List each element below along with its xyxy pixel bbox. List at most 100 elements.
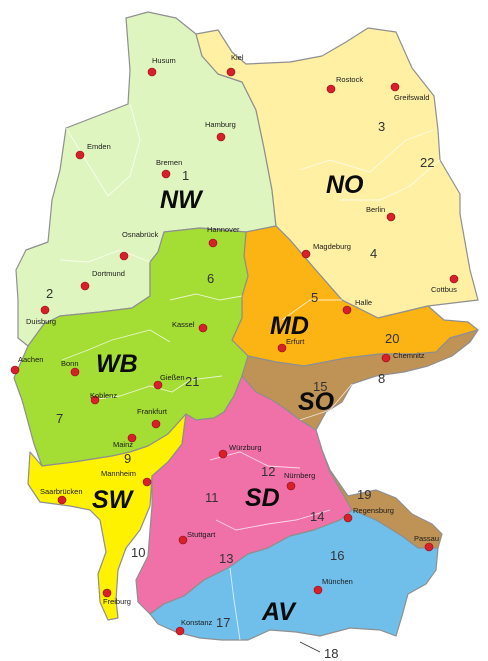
region-label-sd: SD xyxy=(245,484,280,512)
area-number: 19 xyxy=(357,487,371,502)
city-label: Frankfurt xyxy=(137,407,168,416)
city-label: Kiel xyxy=(231,53,244,62)
city-label: Gießen xyxy=(160,373,185,382)
city-marker xyxy=(75,150,85,160)
city-label: Koblenz xyxy=(90,391,117,400)
area-number: 15 xyxy=(313,379,327,394)
city-marker xyxy=(80,281,90,291)
area-number: 22 xyxy=(420,155,434,170)
city-marker xyxy=(153,380,163,390)
city-marker xyxy=(390,82,400,92)
area-number: 11 xyxy=(205,490,219,505)
region-av xyxy=(149,509,439,641)
city-marker xyxy=(10,365,20,375)
area-number: 17 xyxy=(216,615,230,630)
area-number: 5 xyxy=(311,290,318,305)
area-number: 13 xyxy=(219,551,233,566)
city-marker xyxy=(57,495,67,505)
area-number: 21 xyxy=(185,374,199,389)
city-label: Dortmund xyxy=(92,269,125,278)
city-marker xyxy=(178,535,188,545)
city-marker xyxy=(313,585,323,595)
city-label: Regensburg xyxy=(353,506,394,515)
city-label: Saarbrücken xyxy=(40,487,83,496)
city-label: Kassel xyxy=(172,320,195,329)
city-marker xyxy=(127,433,137,443)
region-label-av: AV xyxy=(261,598,297,626)
area-number: 3 xyxy=(378,119,385,134)
area-18-pointer xyxy=(299,641,321,653)
area-number: 18 xyxy=(324,646,338,661)
area-number: 1 xyxy=(182,168,189,183)
city-label: Bonn xyxy=(61,359,79,368)
city-label: Cottbus xyxy=(431,285,457,294)
city-marker xyxy=(161,169,171,179)
city-marker xyxy=(40,305,50,315)
city-label: Konstanz xyxy=(181,618,213,627)
city-label: München xyxy=(322,577,353,586)
city-label: Hamburg xyxy=(205,120,236,129)
city-markers: Husum Kiel Rostock Greifswald Hamburg Em… xyxy=(10,53,459,636)
city-marker xyxy=(151,419,161,429)
region-label-no: NO xyxy=(326,171,364,199)
city-marker xyxy=(90,395,100,405)
city-label: Freiburg xyxy=(103,597,131,606)
city-marker xyxy=(175,626,185,636)
area-number: 8 xyxy=(378,371,385,386)
city-label: Bremen xyxy=(156,158,182,167)
city-label: Stuttgart xyxy=(187,530,216,539)
area-number: 12 xyxy=(261,464,275,479)
city-marker xyxy=(381,353,391,363)
city-label: Osnabrück xyxy=(122,230,159,239)
city-marker xyxy=(147,67,157,77)
area-number: 4 xyxy=(370,246,377,261)
region-label-so: SO xyxy=(298,388,335,416)
city-marker xyxy=(386,212,396,222)
area-number: 7 xyxy=(56,411,63,426)
region-label-nw: NW xyxy=(160,186,204,214)
city-label: Würzburg xyxy=(229,443,262,452)
region-label-sw: SW xyxy=(92,486,135,514)
city-label: Hannover xyxy=(207,225,240,234)
city-marker xyxy=(70,367,80,377)
city-marker xyxy=(326,84,336,94)
city-label: Mainz xyxy=(113,440,133,449)
city-marker xyxy=(449,274,459,284)
city-marker xyxy=(226,67,236,77)
city-label: Duisburg xyxy=(26,317,56,326)
city-marker xyxy=(277,343,287,353)
city-label: Greifswald xyxy=(394,93,429,102)
area-number: 14 xyxy=(310,509,324,524)
area-number: 2 xyxy=(46,286,53,301)
area-number: 16 xyxy=(330,548,344,563)
region-no xyxy=(195,27,479,319)
city-marker xyxy=(342,305,352,315)
area-number: 10 xyxy=(131,545,145,560)
city-marker xyxy=(286,481,296,491)
city-label: Magdeburg xyxy=(313,242,351,251)
city-marker xyxy=(216,132,226,142)
city-label: Berlin xyxy=(366,205,385,214)
area-number: 9 xyxy=(124,451,131,466)
region-label-md: MD xyxy=(270,312,309,340)
city-marker xyxy=(208,238,218,248)
city-label: Rostock xyxy=(336,75,363,84)
city-label: Erfurt xyxy=(286,337,305,346)
city-marker xyxy=(198,323,208,333)
city-marker xyxy=(343,513,353,523)
city-marker xyxy=(102,588,112,598)
sub-area-boundaries xyxy=(59,103,441,641)
region-sw xyxy=(27,413,187,621)
city-label: Chemnitz xyxy=(393,351,425,360)
city-label: Halle xyxy=(355,298,372,307)
city-marker xyxy=(218,449,228,459)
city-marker xyxy=(142,477,152,487)
city-label: Husum xyxy=(152,56,176,65)
city-label: Emden xyxy=(87,142,111,151)
city-marker xyxy=(301,249,311,259)
city-label: Aachen xyxy=(18,355,43,364)
area-number: 20 xyxy=(385,331,399,346)
region-label-wb: WB xyxy=(96,350,138,378)
city-marker xyxy=(119,251,129,261)
